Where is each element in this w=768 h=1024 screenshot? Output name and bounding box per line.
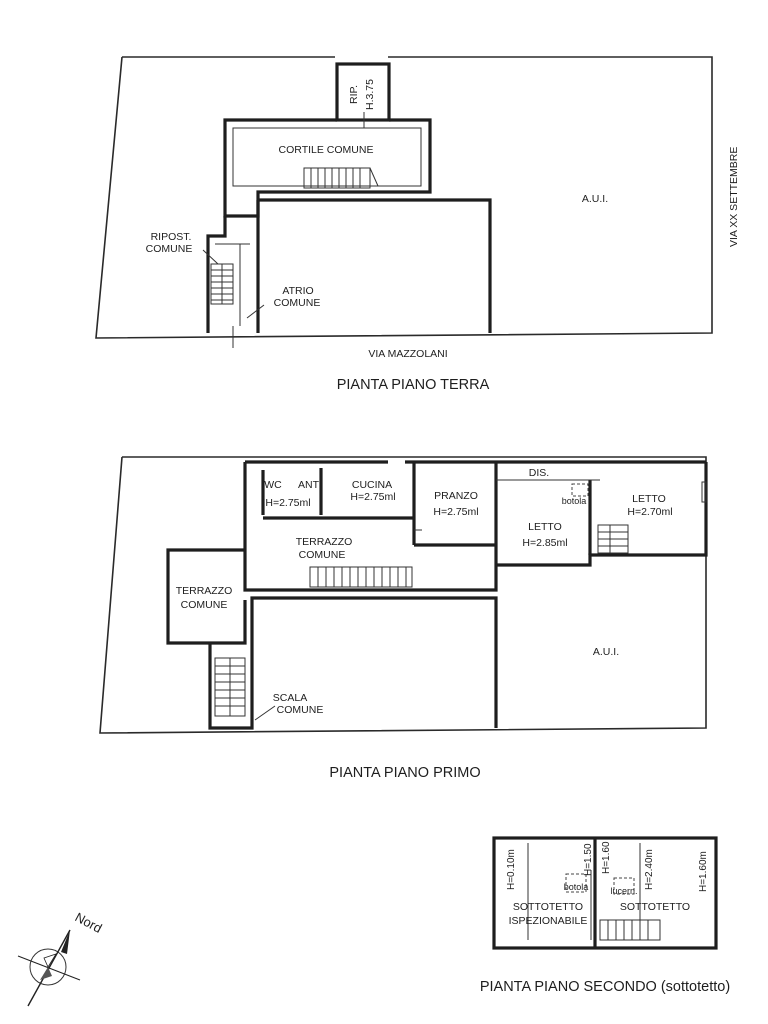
dis-label: DIS. — [529, 467, 549, 479]
botola-mark-second — [565, 873, 587, 893]
h-0-10-label: H=0.10m — [506, 849, 517, 890]
wc-label: WC — [264, 479, 282, 491]
cortile-label: CORTILE COMUNE — [279, 144, 374, 156]
pranzo-label: PRANZO — [434, 490, 478, 502]
north-label: Nord — [73, 909, 105, 935]
sottotetto-right-label: SOTTOTETTO — [620, 901, 690, 913]
terrazzo-left-walls — [166, 548, 247, 645]
lucern-label: lucern. — [610, 886, 637, 896]
anti-label: ANTI — [298, 479, 322, 491]
first-floor-title: PIANTA PIANO PRIMO — [329, 765, 480, 781]
sottotetto-outline — [492, 836, 718, 950]
letto-stair — [597, 524, 629, 554]
sottotetto-left-label-1: SOTTOTETTO — [513, 901, 583, 913]
street-label-mazzolani: VIA MAZZOLANI — [368, 348, 447, 360]
rip-height-label: H.3.75 — [364, 79, 376, 110]
atrio-label-2: COMUNE — [274, 297, 321, 309]
letto-1-label: LETTO — [528, 521, 562, 533]
terrazzo-comune-label-2: COMUNE — [299, 549, 346, 561]
h-2-40-label: H=2.40m — [644, 849, 655, 890]
second-floor-plan: H=0.10m H=1.50 H=1.60 H=2.40m H=1.60m bo… — [480, 836, 730, 995]
scala-leader — [254, 705, 276, 721]
aui-label-ground: A.U.I. — [582, 193, 608, 205]
letto-2-height-label: H=2.70ml — [627, 506, 672, 518]
h-1-50-label: H=1.50 — [583, 843, 594, 876]
h-1-60m-label: H=1.60m — [698, 851, 709, 892]
ripost-label-2: COMUNE — [146, 243, 193, 255]
scala-label-2: COMUNE — [277, 704, 324, 716]
lot-boundary — [95, 56, 713, 339]
window-right — [701, 481, 707, 503]
terrazzo-comune-label-1: TERRAZZO — [296, 536, 353, 548]
rip-room — [335, 62, 391, 122]
cucina-label: CUCINA — [352, 479, 392, 491]
pranzo-height-label: H=2.75ml — [433, 506, 478, 518]
h-1-60-label: H=1.60 — [601, 841, 612, 874]
ground-floor-plan: RIP. H.3.75 CORTILE COMUNE A.U.I. RIPOST… — [95, 56, 740, 393]
cortile-inner — [232, 127, 422, 187]
ripost-stair — [210, 263, 234, 305]
wc-height-label: H=2.75ml — [265, 497, 310, 509]
terrazzo-comune-walls — [243, 520, 498, 592]
aui-building-wall — [258, 198, 492, 333]
scala-stair — [214, 657, 246, 717]
first-floor-plan: WC ANTI H=2.75ml CUCINA H=2.75ml PRANZO … — [99, 456, 708, 781]
street-label-xx-settembre: VIA XX SETTEMBRE — [728, 147, 740, 247]
lot-boundary-first — [99, 456, 707, 734]
scala-walls — [208, 643, 254, 730]
north-arrow-icon: Nord — [17, 909, 105, 1007]
terrazzo-left-label-2: COMUNE — [181, 599, 228, 611]
terrazzo-left-label-1: TERRAZZO — [176, 585, 233, 597]
lucern-mark — [613, 877, 635, 895]
cortile-stair — [303, 167, 379, 189]
botola-mark-first — [571, 483, 589, 497]
aui-label-first: A.U.I. — [593, 646, 619, 658]
letto-2-label: LETTO — [632, 493, 666, 505]
atrio-leader — [246, 304, 265, 319]
terrazzo-stair — [309, 566, 413, 588]
ripost-walls — [206, 216, 227, 333]
sottotetto-stair — [599, 919, 661, 941]
ground-floor-title: PIANTA PIANO TERRA — [337, 377, 490, 393]
atrio-label-1: ATRIO — [282, 285, 313, 297]
cucina-height-label: H=2.75ml — [350, 491, 395, 503]
letto-1-height-label: H=2.85ml — [522, 537, 567, 549]
botola-label-second: botola — [564, 882, 589, 892]
rip-label: RIP. — [348, 85, 360, 104]
second-floor-title: PIANTA PIANO SECONDO (sottotetto) — [480, 979, 730, 995]
ripost-label-1: RIPOST. — [151, 231, 192, 243]
ripost-leader — [202, 249, 219, 265]
scala-label-1: SCALA — [273, 692, 307, 704]
aui-first-walls — [250, 596, 498, 728]
letto-bottom-wall — [496, 462, 708, 567]
sottotetto-left-label-2: ISPEZIONABILE — [509, 915, 588, 927]
botola-label-first: botola — [562, 496, 587, 506]
